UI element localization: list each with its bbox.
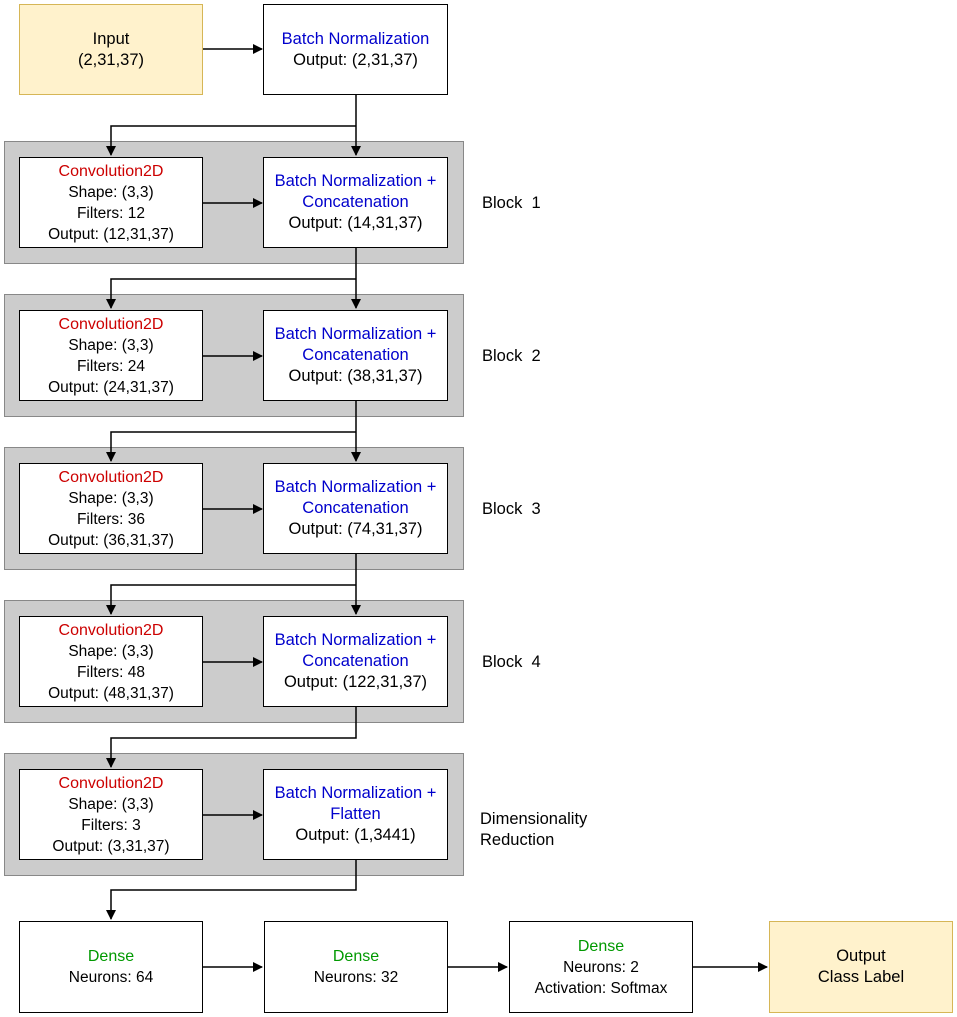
batchnorm-node: Batch Normalization Output: (2,31,37) [263, 4, 448, 95]
dense-neurons: Neurons: 32 [313, 969, 399, 986]
conv-filters: Filters: 3 [81, 816, 141, 834]
batchnorm-title: Batch Normalization [281, 29, 430, 48]
dense-node-3: Dense Neurons: 2 Activation: Softmax [509, 921, 693, 1013]
input-title: Input [92, 29, 130, 48]
dense-node-2: Dense Neurons: 32 [264, 921, 448, 1013]
conv-output: Output: (12,31,37) [48, 225, 174, 243]
arrow-batchnorm-to-conv1 [106, 125, 356, 156]
conv-title: Convolution2D [58, 162, 164, 180]
conv-title: Convolution2D [58, 468, 164, 486]
bn-title-line2: Flatten [330, 805, 381, 823]
conv-title: Convolution2D [58, 315, 164, 333]
arrow-bn5-to-dense1 [106, 860, 357, 920]
bn-concat-node-block-1: Batch Normalization + Concatenation Outp… [263, 157, 448, 248]
block-2-label: Block 2 [482, 347, 541, 365]
bn-output: Output: (1,3441) [295, 826, 416, 844]
output-node: Output Class Label [769, 921, 953, 1013]
bn-output: Output: (74,31,37) [288, 520, 423, 538]
bn-output: Output: (14,31,37) [288, 214, 423, 232]
bn-concat-node-block-2: Batch Normalization + Concatenation Outp… [263, 310, 448, 401]
conv-shape: Shape: (3,3) [68, 642, 154, 660]
bn-output: Output: (38,31,37) [288, 367, 423, 385]
bn-title-line2: Concatenation [302, 499, 409, 517]
input-shape: (2,31,37) [77, 50, 145, 69]
dense-title: Dense [577, 937, 625, 955]
bn-title-line1: Batch Normalization + [274, 631, 437, 649]
conv-node-block-2: Convolution2D Shape: (3,3) Filters: 24 O… [19, 310, 203, 401]
block-4-label: Block 4 [482, 653, 541, 671]
conv-output: Output: (24,31,37) [48, 378, 174, 396]
arrow-bn4-to-conv5 [106, 707, 357, 768]
reduction-label-line1: Dimensionality [480, 810, 588, 828]
reduction-label-line2: Reduction [480, 831, 555, 849]
bn-concat-node-block-3: Batch Normalization + Concatenation Outp… [263, 463, 448, 554]
bn-output: Output: (122,31,37) [283, 673, 428, 691]
conv-output: Output: (3,31,37) [52, 837, 170, 855]
bn-title-line1: Batch Normalization + [274, 325, 437, 343]
input-node: Input (2,31,37) [19, 4, 203, 95]
arrow-bn2-to-conv3 [106, 431, 356, 462]
bn-title-line2: Concatenation [302, 346, 409, 364]
batchnorm-output: Output: (2,31,37) [293, 50, 418, 69]
dense-title: Dense [332, 948, 380, 965]
conv-output: Output: (48,31,37) [48, 684, 174, 702]
conv-title: Convolution2D [58, 774, 164, 792]
arrow-bn3-to-conv4 [106, 584, 356, 615]
conv-node-block-4: Convolution2D Shape: (3,3) Filters: 48 O… [19, 616, 203, 707]
conv-shape: Shape: (3,3) [68, 795, 154, 813]
bn-title-line1: Batch Normalization + [274, 172, 437, 190]
conv-filters: Filters: 48 [76, 663, 146, 681]
output-label: Class Label [817, 968, 905, 986]
conv-title: Convolution2D [58, 621, 164, 639]
bn-title-line1: Batch Normalization + [274, 784, 437, 802]
block-1-label: Block 1 [482, 194, 541, 212]
dense-activation: Activation: Softmax [534, 979, 668, 997]
bn-title-line2: Concatenation [302, 193, 409, 211]
dense-neurons: Neurons: 2 [563, 958, 639, 976]
conv-shape: Shape: (3,3) [68, 489, 154, 507]
dense-title: Dense [87, 948, 135, 965]
output-title: Output [836, 947, 886, 965]
conv-node-block-3: Convolution2D Shape: (3,3) Filters: 36 O… [19, 463, 203, 554]
block-3-label: Block 3 [482, 500, 541, 518]
bn-flatten-node: Batch Normalization + Flatten Output: (1… [263, 769, 448, 860]
conv-node-block-1: Convolution2D Shape: (3,3) Filters: 12 O… [19, 157, 203, 248]
bn-concat-node-block-4: Batch Normalization + Concatenation Outp… [263, 616, 448, 707]
conv-shape: Shape: (3,3) [68, 183, 154, 201]
bn-title-line1: Batch Normalization + [274, 478, 437, 496]
bn-title-line2: Concatenation [302, 652, 409, 670]
conv-filters: Filters: 24 [76, 357, 146, 375]
conv-node-reduction: Convolution2D Shape: (3,3) Filters: 3 Ou… [19, 769, 203, 860]
dense-node-1: Dense Neurons: 64 [19, 921, 203, 1013]
conv-output: Output: (36,31,37) [48, 531, 174, 549]
arrow-bn1-to-conv2 [106, 278, 356, 309]
conv-filters: Filters: 12 [76, 204, 146, 222]
conv-shape: Shape: (3,3) [68, 336, 154, 354]
conv-filters: Filters: 36 [76, 510, 146, 528]
dense-neurons: Neurons: 64 [68, 969, 154, 986]
